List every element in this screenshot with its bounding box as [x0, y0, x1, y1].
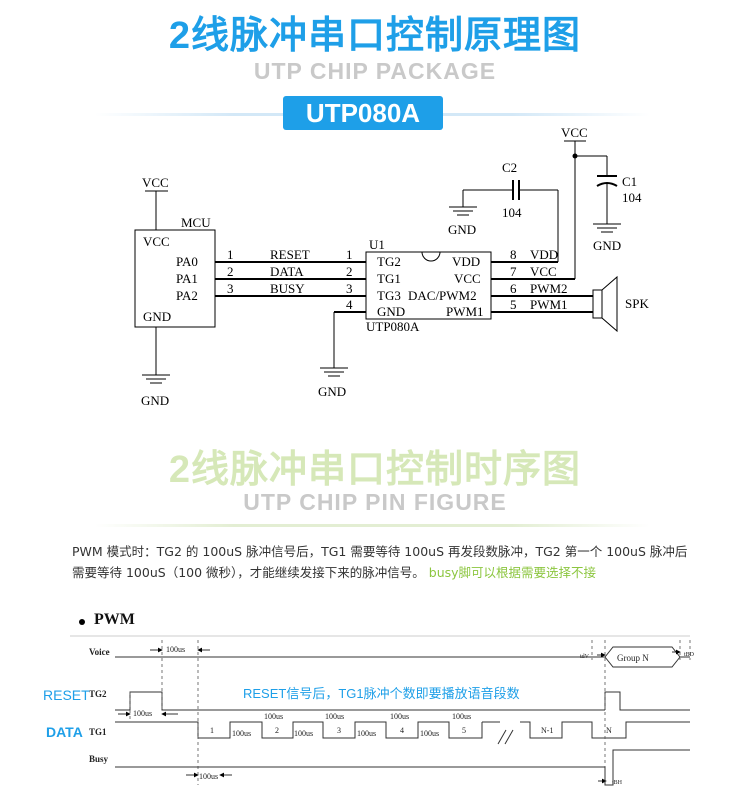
- chip-pin-num-2: 2: [346, 264, 353, 279]
- chip-pin-vdd: VDD: [452, 254, 480, 269]
- dim-100us-h: 100us: [452, 712, 471, 721]
- mcu-pin-pa2: PA2: [176, 288, 198, 303]
- chip-pin-tg1: TG1: [377, 271, 401, 286]
- c2-gnd: GND: [448, 222, 476, 237]
- signal-wires: [215, 261, 366, 297]
- dim-100us-top: 100us: [166, 645, 185, 654]
- chip-pin-num-3: 3: [346, 281, 353, 296]
- output-wires: [491, 261, 593, 313]
- mcu-label: MCU: [181, 215, 211, 230]
- pulse-5: 5: [462, 726, 466, 735]
- tdv-label: tdV: [580, 654, 590, 660]
- timing-note-main: PWM 模式时：TG2 的 100uS 脉冲信号后，TG1 需要等待 100uS…: [72, 544, 688, 580]
- wire-num-2: 2: [227, 264, 234, 279]
- tbd-label: tBD: [684, 652, 695, 658]
- c2-value: 104: [502, 205, 522, 220]
- pulse-2: 2: [275, 726, 279, 735]
- dim-100us-b: 100us: [264, 712, 283, 721]
- chip-pin-tg3: TG3: [377, 288, 401, 303]
- chip-pin-num-8: 8: [510, 247, 517, 262]
- chip-pin-num-4: 4: [346, 297, 353, 312]
- dim-100us-tg2: 100us: [133, 709, 152, 718]
- mcu-gnd-pin: GND: [143, 309, 171, 324]
- wire-num-1: 1: [227, 247, 234, 262]
- out-vdd: VDD: [530, 247, 558, 262]
- tbh-label: tBH: [612, 780, 623, 786]
- signal-reset: RESET: [270, 247, 310, 262]
- c2-ref: C2: [502, 160, 517, 175]
- dim-100us-c: 100us: [294, 729, 313, 738]
- mcu-block: VCC MCU VCC GND PA0 PA1 PA2 GND: [134, 175, 216, 408]
- pulse-n-1: N-1: [541, 726, 553, 735]
- group-n: Group N: [617, 653, 649, 663]
- chip-pin-gnd: GND: [377, 304, 405, 319]
- c1-gnd: GND: [593, 238, 621, 253]
- out-pwm2: PWM2: [530, 281, 568, 296]
- speaker-label: SPK: [625, 296, 649, 311]
- wire-num-3: 3: [227, 281, 234, 296]
- dim-100us-g: 100us: [420, 729, 439, 738]
- timing-note-busy: busy脚可以根据需要选择不接: [428, 565, 597, 580]
- timing-divider: [95, 524, 650, 527]
- page-title: 2线脉冲串口控制原理图: [168, 15, 582, 57]
- chip-pin-num-7: 7: [510, 264, 517, 279]
- mcu-pin-pa0: PA0: [176, 254, 198, 269]
- timing-diagram: Voice TG2 TG1 Busy Group N 1 2 3: [70, 619, 695, 786]
- dim-100us-e: 100us: [357, 729, 376, 738]
- chip-u1: U1 UTP080A: [365, 237, 492, 334]
- mcu-vcc-pin: VCC: [143, 234, 170, 249]
- dim-100us-d: 100us: [325, 712, 344, 721]
- chip-pin-tg2: TG2: [377, 254, 401, 269]
- chip-name: UTP080A: [366, 319, 420, 334]
- reset-note: RESET信号后，TG1脉冲个数即要播放语音段数: [243, 686, 520, 701]
- side-label-reset: RESET: [43, 687, 90, 703]
- chip-pin-vcc: VCC: [454, 271, 481, 286]
- out-vcc: VCC: [530, 264, 557, 279]
- chip-gnd-label: GND: [318, 384, 346, 399]
- chip-ref: U1: [369, 237, 385, 252]
- mcu-gnd-label: GND: [141, 393, 169, 408]
- timing-subtitle: UTP CHIP PIN FIGURE: [243, 489, 507, 515]
- row-voice: Voice: [89, 647, 110, 657]
- dim-100us-f: 100us: [390, 712, 409, 721]
- pwm-heading: PWM: [94, 611, 135, 628]
- dim-100us-a: 100us: [232, 729, 251, 738]
- row-tg1: TG1: [89, 727, 107, 737]
- c1-ref: C1: [622, 174, 637, 189]
- pulse-n: N: [606, 726, 612, 735]
- pulse-3: 3: [337, 726, 341, 735]
- chip-pin-num-1: 1: [346, 247, 353, 262]
- dim-100us-bottom: 100us: [199, 772, 218, 781]
- out-pwm1: PWM1: [530, 297, 568, 312]
- signal-data: DATA: [270, 264, 304, 279]
- vcc-top-label: VCC: [561, 125, 588, 140]
- row-busy: Busy: [89, 754, 109, 764]
- pulse-4: 4: [400, 726, 404, 735]
- chip-pin-dac-pwm2: DAC/PWM2: [408, 288, 477, 303]
- c1-value: 104: [622, 190, 642, 205]
- signal-busy: BUSY: [270, 281, 305, 296]
- mcu-pin-pa1: PA1: [176, 271, 198, 286]
- mcu-vcc-top-label: VCC: [142, 175, 169, 190]
- chip-pin-num-5: 5: [510, 297, 517, 312]
- pulse-1: 1: [210, 726, 214, 735]
- row-tg2: TG2: [89, 689, 107, 699]
- page-subtitle: UTP CHIP PACKAGE: [253, 58, 497, 84]
- speaker-icon: [592, 275, 618, 333]
- chip-badge: UTP080A: [283, 96, 443, 130]
- chip-pin-num-6: 6: [510, 281, 517, 296]
- timing-note: PWM 模式时：TG2 的 100uS 脉冲信号后，TG1 需要等待 100uS…: [72, 541, 692, 583]
- chip-pin-pwm1: PWM1: [446, 304, 484, 319]
- side-label-data: DATA: [46, 724, 83, 740]
- timing-title: 2线脉冲串口控制时序图: [168, 449, 582, 491]
